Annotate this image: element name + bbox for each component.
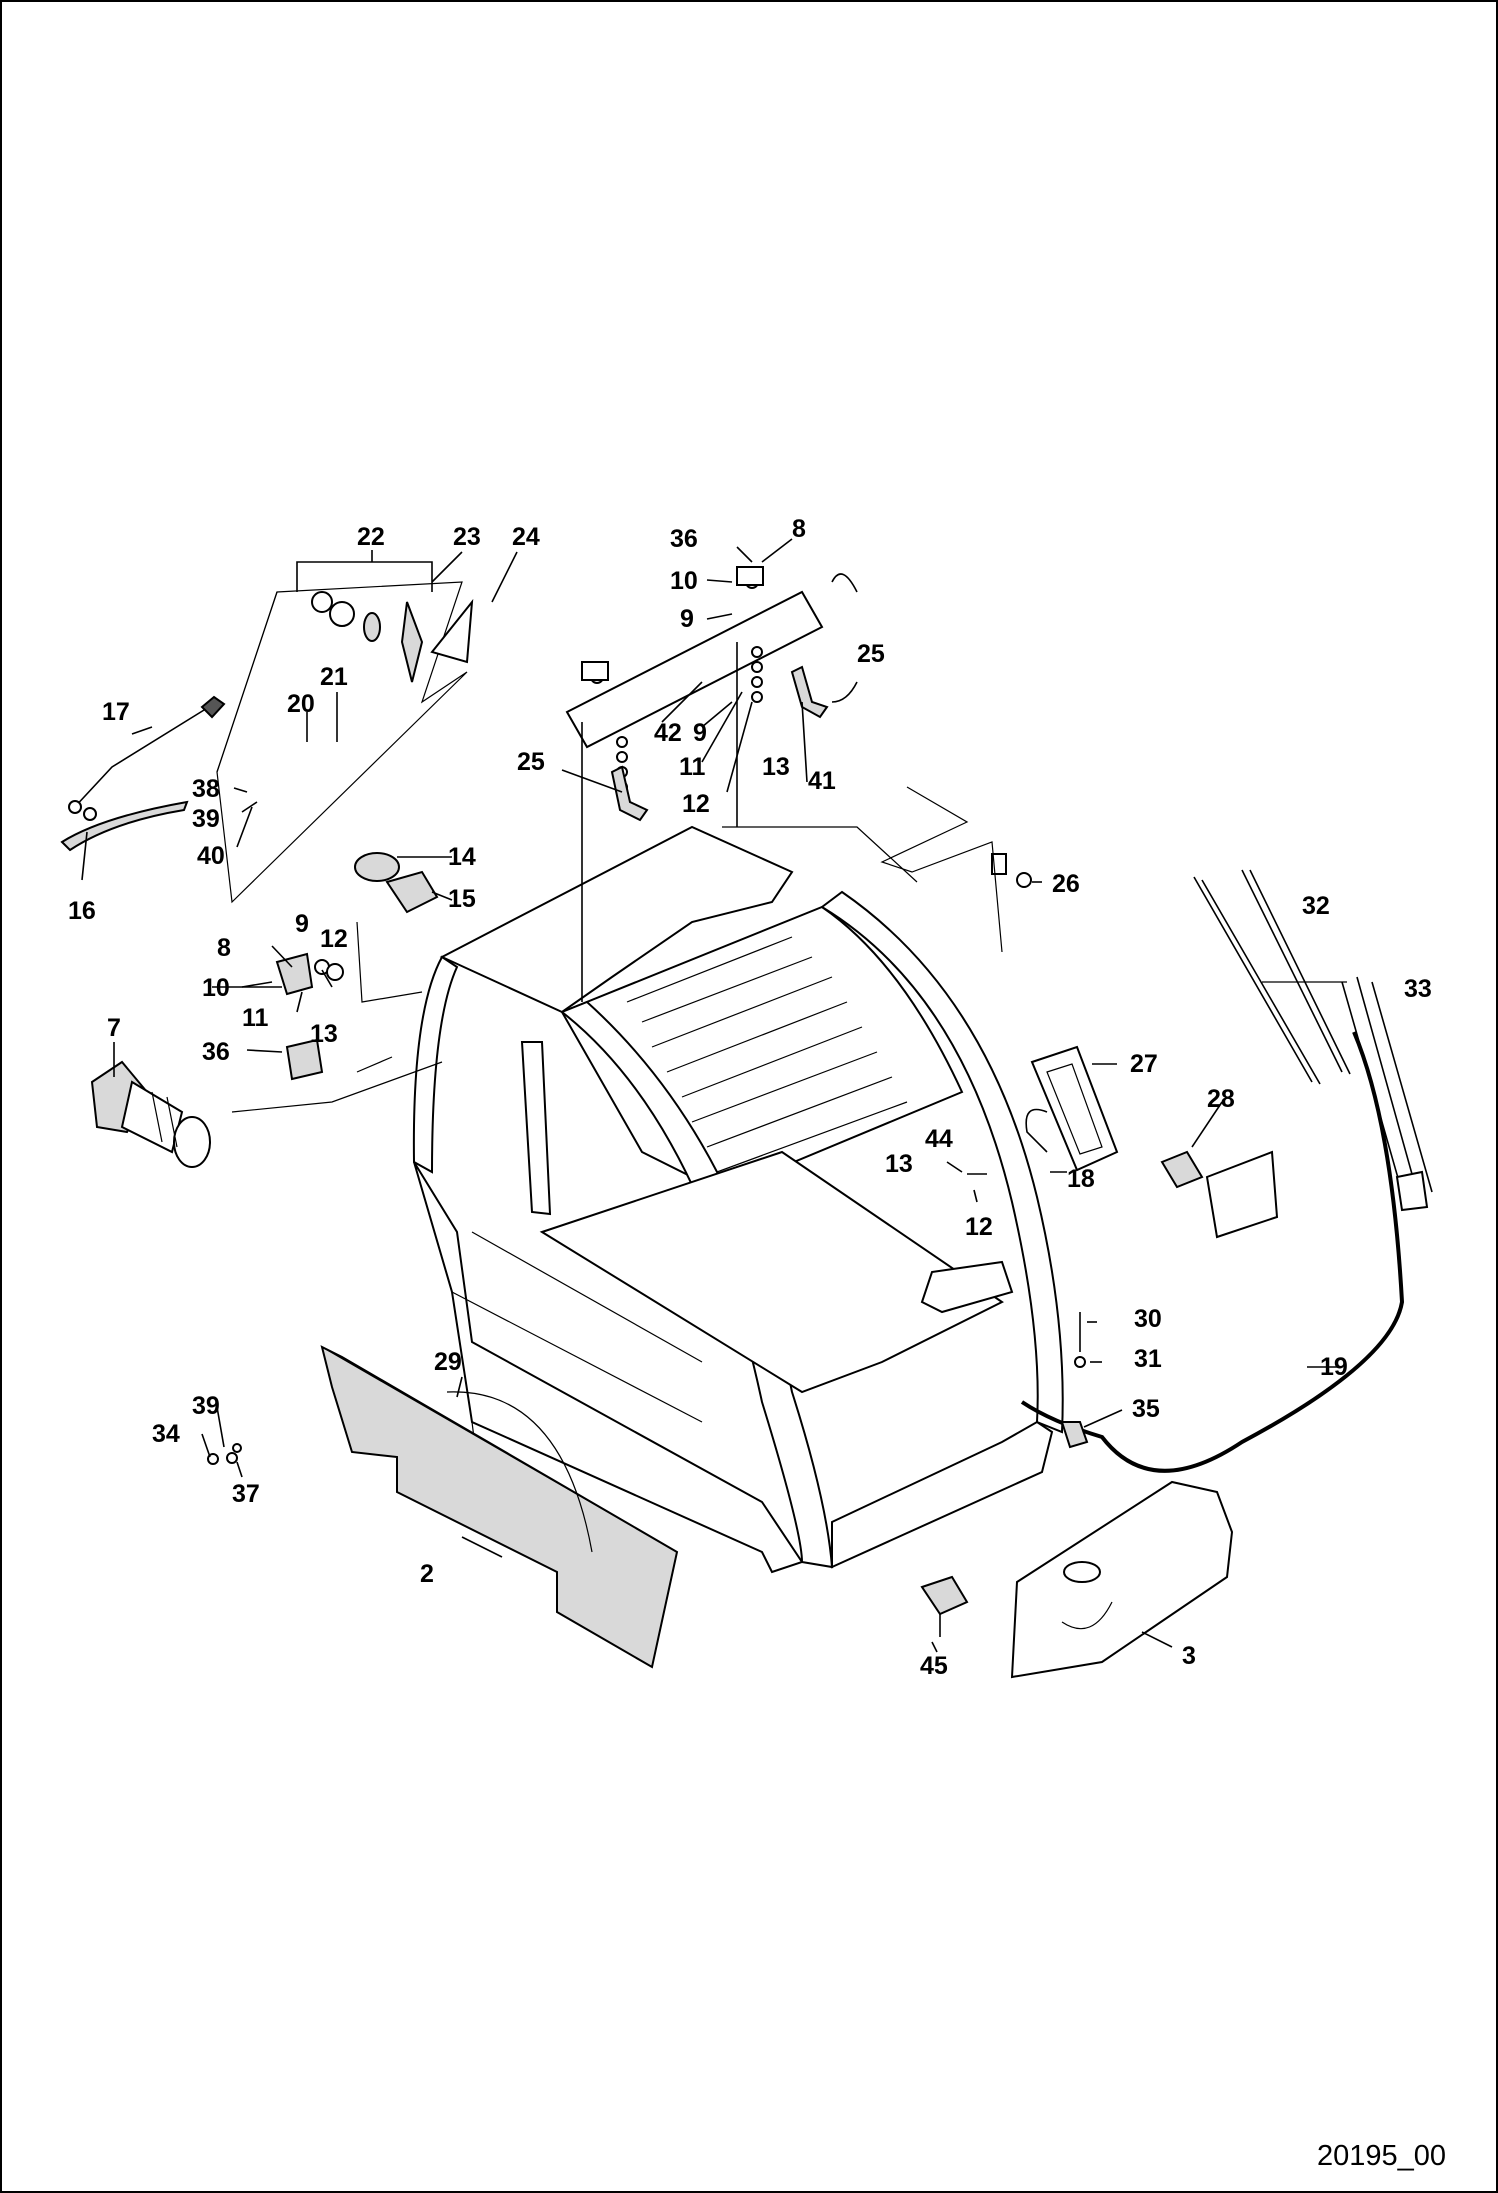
callout-13: 13	[762, 753, 790, 781]
callout-38: 38	[192, 775, 220, 803]
callout-13: 13	[310, 1020, 338, 1048]
callout-40: 40	[197, 842, 225, 870]
callout-9: 9	[295, 910, 309, 938]
fastener-26	[1016, 872, 1032, 888]
washer-pump	[1160, 1150, 1279, 1239]
callout-16: 16	[68, 897, 96, 925]
callout-36: 36	[670, 525, 698, 553]
callout-20: 20	[287, 690, 315, 718]
callout-21: 21	[320, 663, 348, 691]
callout-9: 9	[693, 719, 707, 747]
callout-30: 30	[1134, 1305, 1162, 1333]
hinge-group	[231, 921, 443, 1113]
right-wiper-arms	[1193, 869, 1433, 1212]
callout-12: 12	[682, 790, 710, 818]
callout-12: 12	[965, 1213, 993, 1241]
callout-36: 36	[202, 1038, 230, 1066]
callout-37: 37	[232, 1480, 260, 1508]
side-panel	[320, 1345, 679, 1669]
callout-39: 39	[192, 805, 220, 833]
rocker-switch	[920, 1575, 969, 1616]
callout-29: 29	[434, 1348, 462, 1376]
callout-31: 31	[1134, 1345, 1162, 1373]
callout-26: 26	[1052, 870, 1080, 898]
callout-33: 33	[1404, 975, 1432, 1003]
callout-11: 11	[242, 1004, 269, 1032]
callout-35: 35	[1132, 1395, 1160, 1423]
callout-23: 23	[453, 523, 481, 551]
wiper-motor-panel	[60, 581, 474, 914]
callout-25: 25	[857, 640, 885, 668]
callout-18: 18	[1067, 1165, 1095, 1193]
callout-24: 24	[512, 523, 540, 551]
callout-22: 22	[357, 523, 385, 551]
callout-34: 34	[152, 1420, 180, 1448]
mirror	[1030, 1045, 1119, 1172]
callout-45: 45	[920, 1652, 948, 1680]
callout-25: 25	[517, 748, 545, 776]
callout-17: 17	[102, 698, 130, 726]
callout-14: 14	[448, 843, 476, 871]
callout-10: 10	[670, 567, 698, 595]
heater-duct	[90, 1060, 211, 1168]
callout-7: 7	[107, 1014, 121, 1042]
callout-8: 8	[792, 515, 806, 543]
washer-hose	[1020, 1031, 1405, 1473]
callout-44: 44	[925, 1125, 953, 1153]
callout-8: 8	[217, 934, 231, 962]
leader-lines	[81, 538, 1342, 1653]
callout-27: 27	[1130, 1050, 1158, 1078]
roof-plate-assembly	[565, 566, 829, 1002]
callout-15: 15	[448, 885, 476, 913]
cab-frame	[412, 825, 1119, 1574]
callout-11: 11	[679, 753, 706, 781]
right-shell	[1010, 1480, 1234, 1679]
callout-28: 28	[1207, 1085, 1235, 1113]
callout-3: 3	[1182, 1642, 1196, 1670]
callout-32: 32	[1302, 892, 1330, 920]
callout-9: 9	[680, 605, 694, 633]
callout-10: 10	[202, 974, 230, 1002]
callout-2: 2	[420, 1560, 434, 1588]
callout-19: 19	[1320, 1353, 1348, 1381]
callout-12: 12	[320, 925, 348, 953]
callout-42: 42	[654, 719, 682, 747]
bracket	[991, 853, 1007, 875]
document-id: 20195_00	[1316, 2140, 1446, 2172]
callout-41: 41	[808, 767, 836, 795]
callout-39: 39	[192, 1392, 220, 1420]
callout-13: 13	[885, 1150, 913, 1178]
